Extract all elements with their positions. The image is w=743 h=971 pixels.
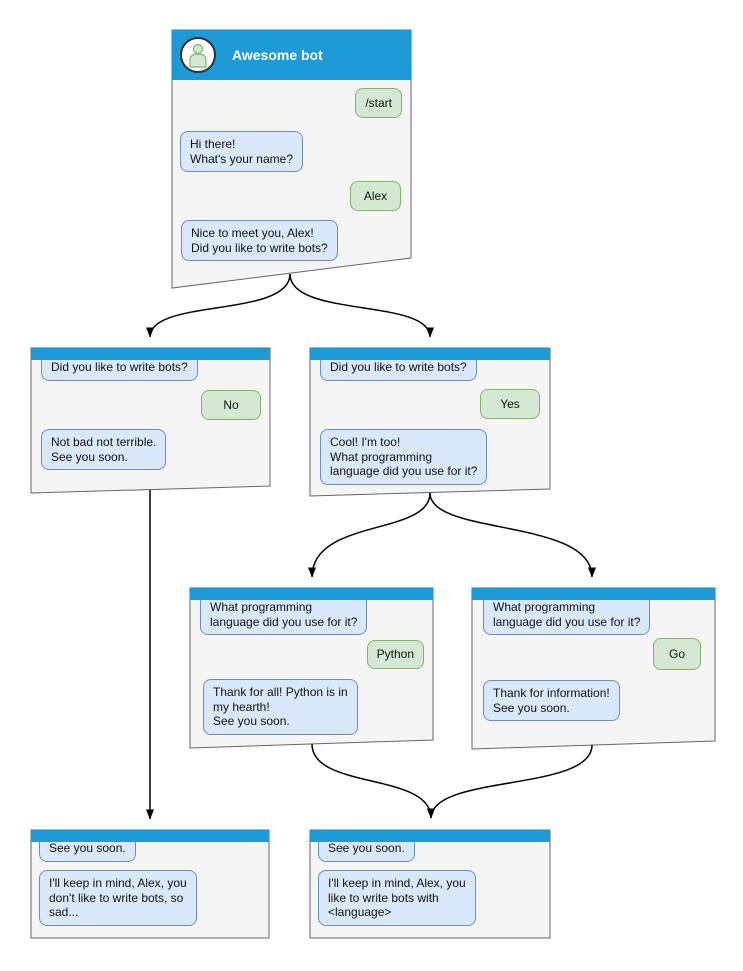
message-bubble-bot: Hi there! What's your name? xyxy=(180,131,304,172)
edge-root-to-branch-yes xyxy=(289,273,434,338)
message-bubble-user: Python xyxy=(366,640,424,669)
message-bubble-bot: Cool! I'm too! What programming language… xyxy=(320,429,488,485)
window-title-bar xyxy=(310,830,550,842)
bot-avatar-icon xyxy=(180,37,216,73)
message-bubble-user: Yes xyxy=(480,389,540,419)
chat-window-branch-no: Did you like to write bots? No Not bad n… xyxy=(31,348,270,493)
chat-window-lang-python: What programming language did you use fo… xyxy=(190,588,433,748)
message-bubble-user: No xyxy=(201,390,261,420)
edge-branch-yes-to-python xyxy=(308,492,431,578)
window-title-bar xyxy=(472,588,715,600)
chat-window-end-yes: See you soon. I'll keep in mind, Alex, y… xyxy=(310,830,550,938)
person-icon xyxy=(189,43,207,68)
window-title-bar xyxy=(31,348,270,360)
chat-header: Awesome bot xyxy=(172,30,411,80)
chat-window-root: Awesome bot /start Hi there! What's your… xyxy=(172,30,411,288)
message-bubble-bot: Thank for all! Python is in my hearth! S… xyxy=(203,679,358,735)
message-bubble-bot: I'll keep in mind, Alex, you don't like … xyxy=(39,870,197,926)
bot-title: Awesome bot xyxy=(232,47,323,63)
message-bubble-bot: Thank for information! See you soon. xyxy=(483,680,620,721)
message-bubble-user: Alex xyxy=(350,181,401,211)
edge-go-to-end-yes xyxy=(427,744,593,819)
chat-window-end-no: See you soon. I'll keep in mind, Alex, y… xyxy=(31,830,269,938)
message-bubble-bot: What programming language did you use fo… xyxy=(483,594,651,635)
message-bubble-bot: Not bad not terrible. See you soon. xyxy=(41,429,167,470)
message-bubble-bot: What programming language did you use fo… xyxy=(200,594,368,635)
window-title-bar xyxy=(31,830,269,842)
message-bubble-bot: I'll keep in mind, Alex, you like to wri… xyxy=(318,870,476,926)
chat-window-lang-go: What programming language did you use fo… xyxy=(472,588,715,749)
edge-root-to-branch-no xyxy=(146,273,291,338)
window-title-bar xyxy=(190,588,433,600)
message-bubble-user: /start xyxy=(355,88,402,118)
window-title-bar xyxy=(310,348,550,360)
message-bubble-user: Go xyxy=(653,638,701,670)
message-bubble-bot: Nice to meet you, Alex! Did you like to … xyxy=(181,220,338,261)
edge-python-to-end-yes xyxy=(311,743,435,819)
edge-branch-yes-to-go xyxy=(429,492,596,578)
chat-window-branch-yes: Did you like to write bots? Yes Cool! I'… xyxy=(310,348,550,496)
